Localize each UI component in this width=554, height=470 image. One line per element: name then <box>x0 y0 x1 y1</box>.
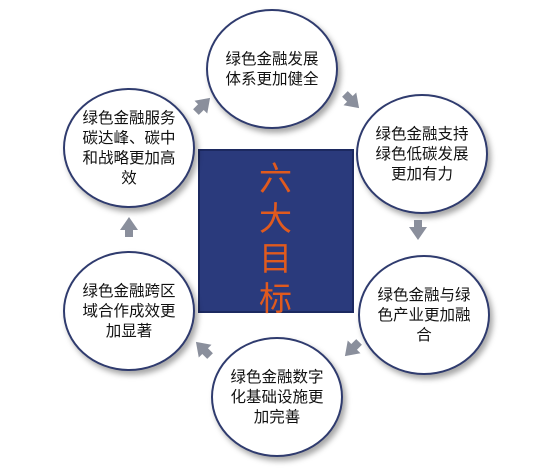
arrow-icon-left-up <box>120 217 138 237</box>
center-goal-box: 六 大 目 标 <box>198 149 354 318</box>
center-char: 标 <box>259 279 293 318</box>
arrow-icon-bottom-left <box>195 341 213 359</box>
goal-text-top: 绿色金融发展体系更加健全 <box>225 50 319 88</box>
goal-text-bottom: 绿色金融数字化基础设施更加完善 <box>230 368 324 426</box>
arrow-icon-top-right <box>342 91 360 109</box>
goal-circle-left-bottom: 绿色金融跨区域合作成效更加显著 <box>63 251 195 371</box>
center-char: 大 <box>259 199 293 238</box>
goal-text-right-bottom: 绿色金融与绿色产业更加融合 <box>377 286 471 344</box>
goal-text-left-bottom: 绿色金融跨区域合作成效更加显著 <box>82 282 176 340</box>
center-char: 目 <box>259 239 293 278</box>
goal-text-left-top: 绿色金融服务碳达峰、碳中和战略更加高效 <box>82 109 176 187</box>
arrow-icon-right-down <box>409 220 427 240</box>
goal-circle-right-bottom: 绿色金融与绿色产业更加融合 <box>358 255 490 375</box>
goal-circle-right-top: 绿色金融支持绿色低碳发展更加有力 <box>356 94 488 214</box>
arrow-icon-top-left <box>193 97 211 115</box>
goal-circle-top: 绿色金融发展体系更加健全 <box>206 9 338 129</box>
arrow-icon-bottom-right <box>344 339 362 357</box>
goal-text-right-top: 绿色金融支持绿色低碳发展更加有力 <box>375 125 469 183</box>
goal-circle-left-top: 绿色金融服务碳达峰、碳中和战略更加高效 <box>63 88 195 208</box>
center-title: 六 大 目 标 <box>200 159 352 319</box>
center-char: 六 <box>259 159 293 198</box>
goal-circle-bottom: 绿色金融数字化基础设施更加完善 <box>211 337 343 457</box>
